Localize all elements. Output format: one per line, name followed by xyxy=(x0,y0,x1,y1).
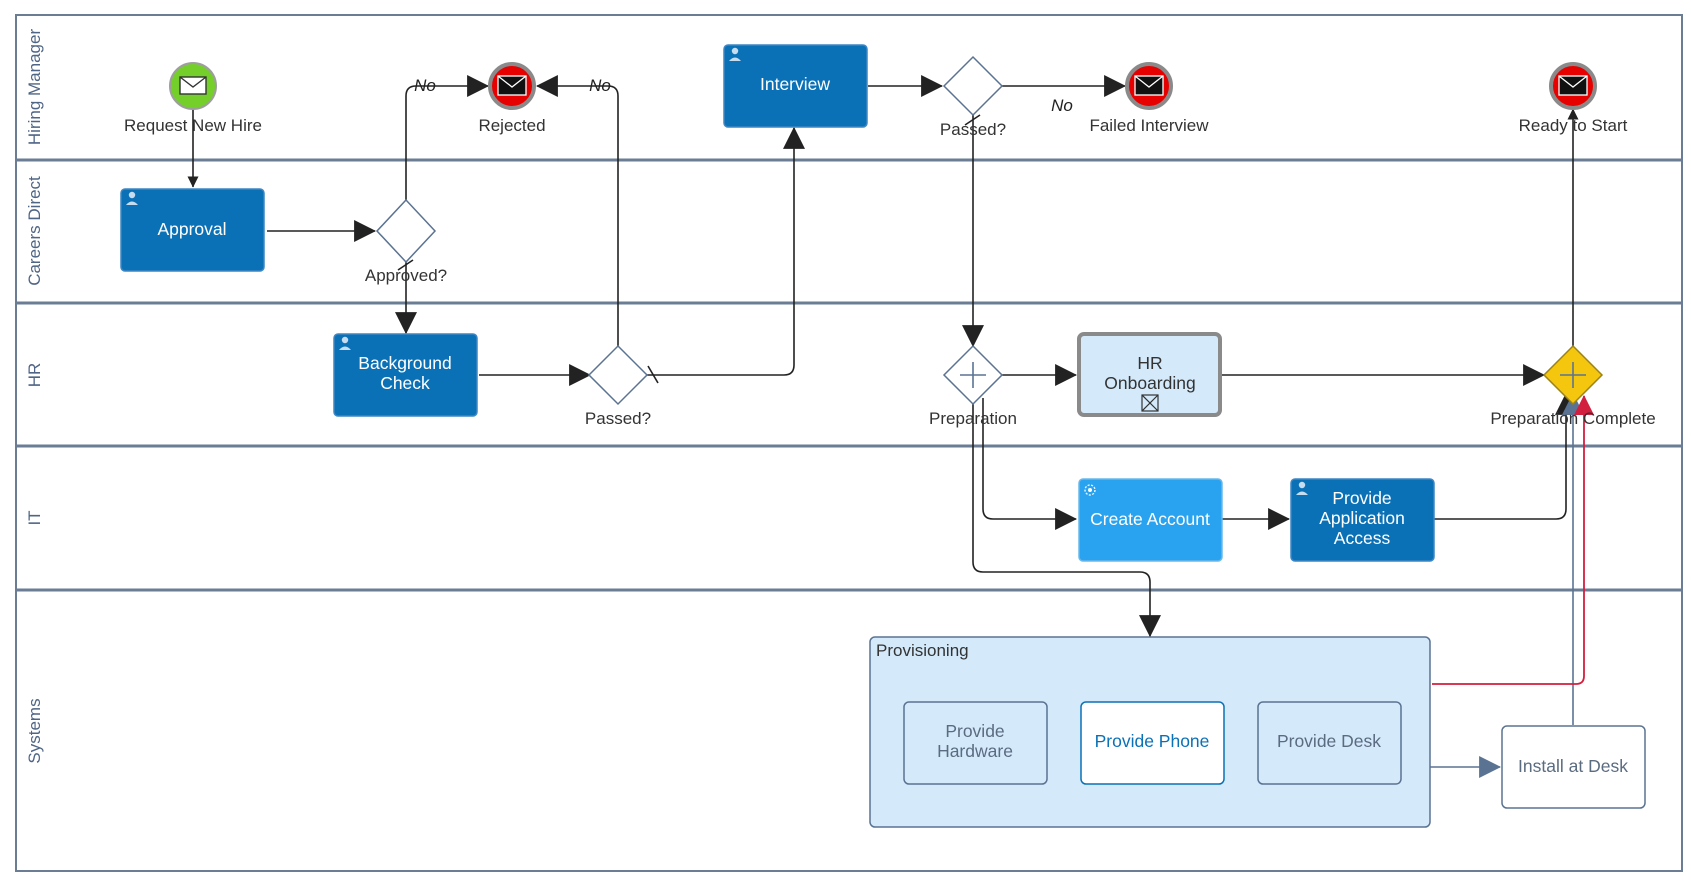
end-event-rejected[interactable] xyxy=(488,62,536,110)
event-label-request-new-hire: Request New Hire xyxy=(124,116,262,135)
task-hr-onboarding[interactable]: HR Onboarding xyxy=(1077,332,1222,417)
gateway-label-passed-background: Passed? xyxy=(585,409,651,428)
envelope-icon xyxy=(1134,75,1164,96)
user-icon xyxy=(126,191,138,205)
task-install-at-desk[interactable]: Install at Desk xyxy=(1501,725,1646,809)
flow-passed-no-to-rejected[interactable] xyxy=(535,75,619,346)
task-label-line: Provide xyxy=(945,721,1004,741)
envelope-icon xyxy=(1558,75,1588,96)
provisioning-title: Provisioning xyxy=(876,641,969,660)
pool: Hiring Manager Careers Direct HR IT Syst… xyxy=(15,14,1683,872)
gateway-label-preparation: Preparation xyxy=(929,409,1017,428)
user-icon xyxy=(339,336,351,350)
flow-passed-to-interview[interactable] xyxy=(647,126,805,376)
gateway-label-approved: Approved? xyxy=(365,266,447,285)
task-label-line: Access xyxy=(1334,528,1391,548)
task-label: Create Account xyxy=(1090,509,1210,529)
service-gear-icon xyxy=(1084,484,1096,496)
event-label-rejected: Rejected xyxy=(478,116,545,135)
task-approval[interactable]: Approval xyxy=(120,188,265,272)
gateway-preparation[interactable] xyxy=(942,344,1004,406)
gateway-preparation-complete[interactable] xyxy=(1542,344,1604,406)
flow-access-to-complete[interactable] xyxy=(1434,392,1577,520)
task-provide-desk[interactable]: Provide Desk xyxy=(1257,701,1402,785)
lane-label-systems: Systems xyxy=(25,698,44,763)
task-label-line: Check xyxy=(380,373,430,393)
flow-approved-no-to-rejected[interactable] xyxy=(405,75,490,200)
user-icon xyxy=(729,47,741,61)
sequence-flows xyxy=(187,75,1579,638)
flow-label-no: No xyxy=(589,76,611,95)
flow-label-no: No xyxy=(1051,96,1073,115)
task-label-line: Hardware xyxy=(937,741,1013,761)
end-event-ready-to-start[interactable] xyxy=(1549,62,1597,110)
task-label: Approval xyxy=(157,219,226,239)
default-marker xyxy=(647,365,659,384)
task-provide-application-access[interactable]: Provide Application Access xyxy=(1290,478,1435,562)
task-create-account[interactable]: Create Account xyxy=(1078,478,1223,562)
gateway-passed-interview[interactable] xyxy=(942,55,1004,117)
pool-border xyxy=(15,14,1683,872)
gateway-label-passed-interview: Passed? xyxy=(940,120,1006,139)
task-label-line: Background xyxy=(358,353,451,373)
task-label-line: Provide xyxy=(1332,488,1391,508)
subprocess-marker-icon xyxy=(1141,394,1159,412)
flow-preparation-to-create-account[interactable] xyxy=(982,398,1078,530)
gateway-passed-background[interactable] xyxy=(587,344,649,406)
task-label: Provide Desk xyxy=(1277,731,1381,751)
task-provide-hardware[interactable]: Provide Hardware xyxy=(903,701,1048,785)
user-icon xyxy=(1296,481,1308,495)
lane-label-hr: HR xyxy=(25,363,44,388)
default-marker xyxy=(964,114,981,126)
lane-label-it: IT xyxy=(25,510,44,525)
task-background-check[interactable]: Background Check xyxy=(333,333,478,417)
task-label: Provide Phone xyxy=(1095,731,1210,751)
task-label: Interview xyxy=(760,74,830,94)
gateway-label-preparation-complete: Preparation Complete xyxy=(1490,409,1655,428)
task-label: Install at Desk xyxy=(1518,756,1628,776)
lane-label-hiring-manager: Hiring Manager xyxy=(25,29,44,146)
event-label-ready-to-start: Ready to Start xyxy=(1519,116,1628,135)
gateway-approved[interactable] xyxy=(375,198,437,264)
default-marker xyxy=(397,259,414,271)
task-label-line: HR xyxy=(1137,353,1162,373)
flow-label-no: No xyxy=(414,76,436,95)
lane-label-careers-direct: Careers Direct xyxy=(25,176,44,286)
flow-preparation-to-provisioning[interactable] xyxy=(972,404,1161,638)
end-event-failed-interview[interactable] xyxy=(1125,62,1173,110)
parallel-plus-icon xyxy=(1560,362,1586,388)
envelope-icon xyxy=(179,76,207,95)
parallel-plus-icon xyxy=(960,362,986,388)
envelope-icon xyxy=(497,75,527,96)
flow-highlighted-provisioning-to-complete[interactable] xyxy=(1432,395,1594,685)
start-event-request-new-hire[interactable] xyxy=(169,62,217,110)
task-provide-phone[interactable]: Provide Phone xyxy=(1080,701,1225,785)
task-label-line: Onboarding xyxy=(1104,373,1195,393)
event-label-failed-interview: Failed Interview xyxy=(1089,116,1209,135)
task-interview[interactable]: Interview xyxy=(723,44,868,128)
task-label-line: Application xyxy=(1319,508,1405,528)
